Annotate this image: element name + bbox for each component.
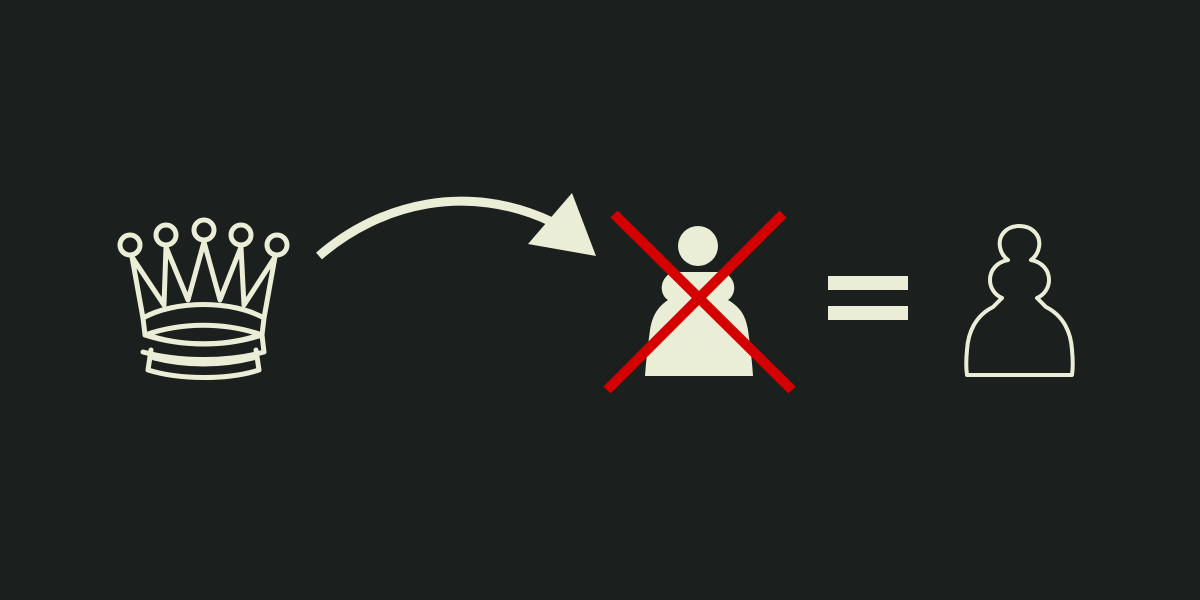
equals-sign-icon bbox=[828, 276, 908, 320]
queen-icon bbox=[117, 217, 290, 380]
pawn-outline-icon bbox=[964, 224, 1075, 377]
curved-arrow-icon bbox=[316, 193, 596, 260]
pawn-solid-icon bbox=[645, 226, 753, 376]
red-x-icon bbox=[603, 210, 796, 394]
